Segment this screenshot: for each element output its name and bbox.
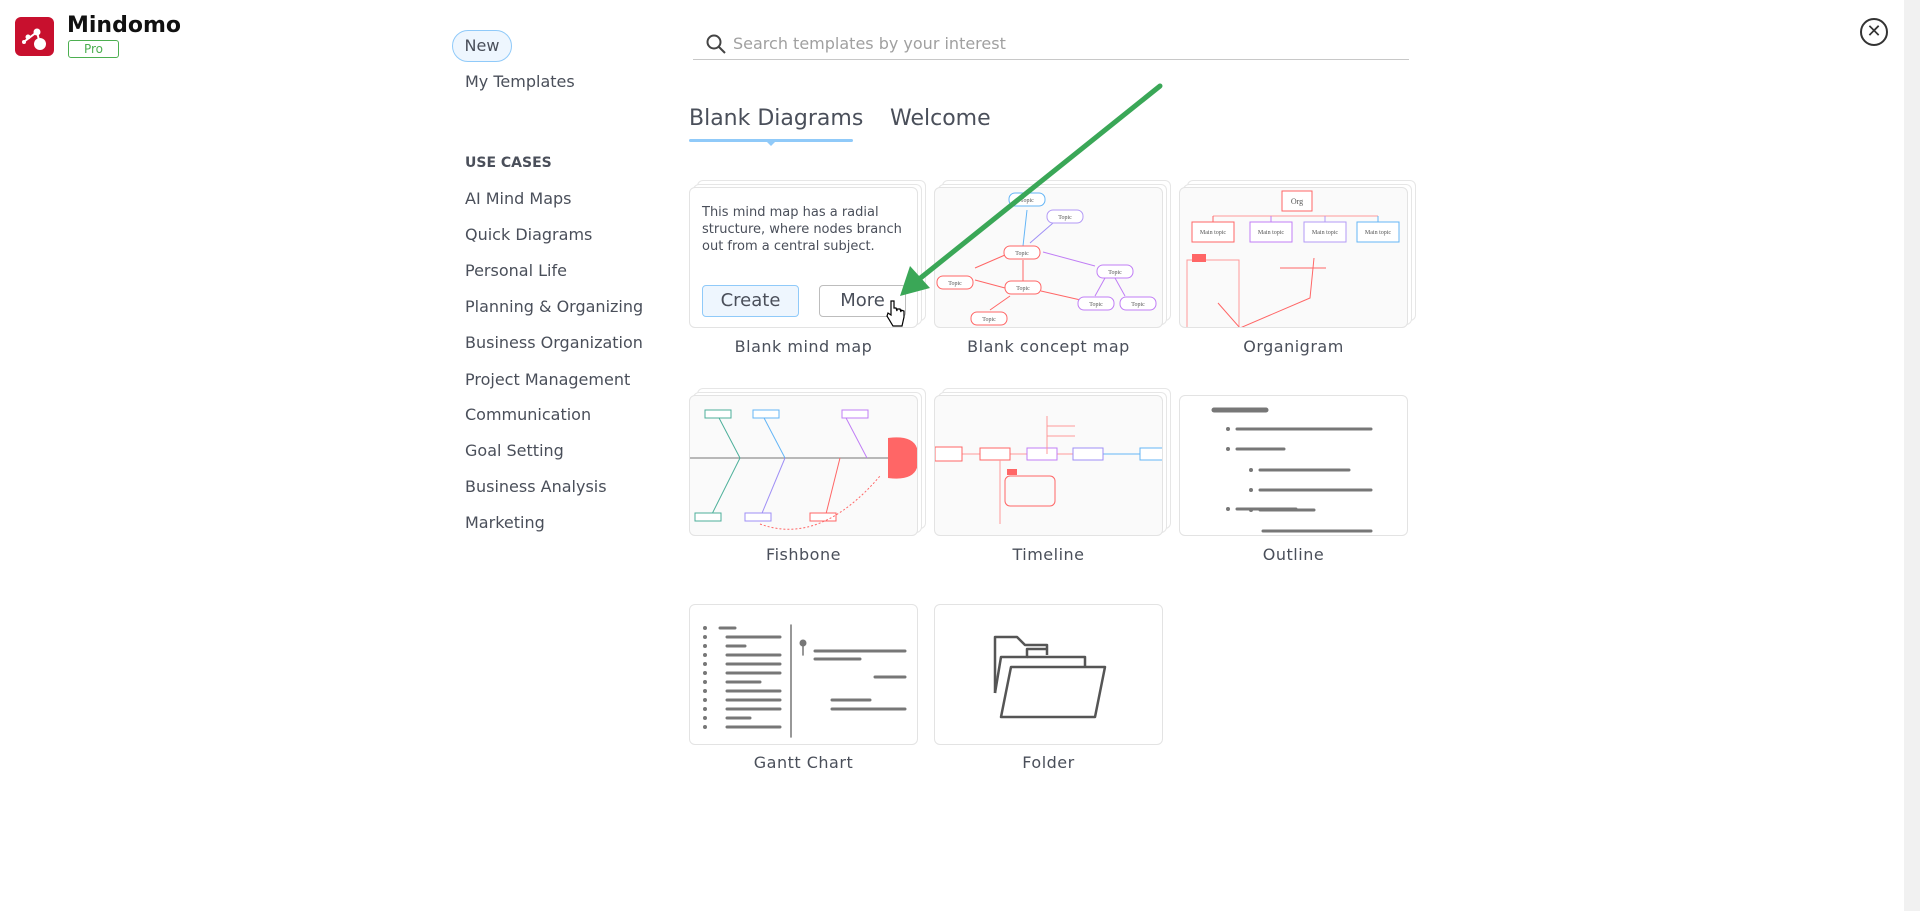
hand-cursor-icon <box>886 300 905 327</box>
node-text: Topic <box>1058 215 1072 221</box>
folder-icon <box>993 635 1107 719</box>
template-label: Blank concept map <box>967 337 1130 356</box>
node-text: Topic <box>1089 302 1103 308</box>
my-templates-link[interactable]: My Templates <box>465 72 575 91</box>
nav-item-personal-life[interactable]: Personal Life <box>465 261 567 280</box>
template-card-fishbone[interactable] <box>689 395 918 536</box>
org-root-text: Org <box>1291 197 1303 206</box>
template-label: Organigram <box>1243 337 1344 356</box>
template-card-gantt-chart[interactable] <box>689 604 918 745</box>
create-button[interactable]: Create <box>702 285 799 317</box>
pro-badge: Pro <box>68 40 119 58</box>
nav-item-quick-diagrams[interactable]: Quick Diagrams <box>465 225 593 244</box>
node-text: Topic <box>1131 302 1145 308</box>
main-topic-text: Main topic <box>1365 230 1391 236</box>
app-name: Mindomo <box>67 13 181 38</box>
tab-blank-diagrams[interactable]: Blank Diagrams <box>689 106 864 131</box>
template-card-timeline[interactable] <box>934 395 1163 536</box>
main-topic-text: Main topic <box>1258 230 1284 236</box>
template-label: Gantt Chart <box>753 753 854 772</box>
timeline-thumbnail <box>935 416 1162 524</box>
new-button[interactable]: New <box>452 30 512 62</box>
close-button[interactable]: ✕ <box>1860 18 1888 46</box>
node-text: Topic <box>948 281 962 287</box>
template-card-organigram[interactable]: Org Main topic Main topic Main topic Main t… <box>1179 187 1408 328</box>
search-input[interactable] <box>733 30 1393 56</box>
nav-item-project-management[interactable]: Project Management <box>465 370 631 389</box>
nav-item-planning[interactable]: Planning & Organizing <box>465 297 644 316</box>
main-topic-text: Main topic <box>1200 230 1226 236</box>
organigram-thumbnail: Org Main topic Main topic Main topic Main t… <box>1186 190 1400 327</box>
template-label: Timeline <box>1012 545 1085 564</box>
nav-item-marketing[interactable]: Marketing <box>465 513 545 532</box>
template-card-folder[interactable] <box>934 604 1163 745</box>
node-text: Topic <box>1015 251 1029 257</box>
nav-item-goal-setting[interactable]: Goal Setting <box>465 441 564 460</box>
fishbone-thumbnail <box>690 409 917 530</box>
template-description: This mind map has a radial structure, wh… <box>702 205 902 254</box>
template-card-outline[interactable] <box>1179 395 1408 536</box>
template-label: Fishbone <box>766 545 841 564</box>
nav-item-business-organization[interactable]: Business Organization <box>465 333 643 352</box>
tab-welcome[interactable]: Welcome <box>890 106 991 131</box>
nav-item-ai-mind-maps[interactable]: AI Mind Maps <box>465 189 572 208</box>
nav-item-business-analysis[interactable]: Business Analysis <box>465 477 607 496</box>
mindomo-logo <box>15 17 54 56</box>
outline-thumbnail <box>1211 407 1373 533</box>
node-text: Topic <box>982 317 996 323</box>
gantt-thumbnail <box>703 624 907 738</box>
node-text: Topic <box>1108 270 1122 276</box>
node-text: Topic <box>1016 286 1030 292</box>
main-topic-text: Main topic <box>1312 230 1338 236</box>
search-bar[interactable] <box>693 26 1409 60</box>
template-label: Outline <box>1262 545 1325 564</box>
active-tab-caret <box>766 141 776 146</box>
template-label: Folder <box>1022 753 1075 772</box>
close-icon: ✕ <box>1866 21 1882 42</box>
use-cases-heading: USE CASES <box>465 155 552 171</box>
nav-item-communication[interactable]: Communication <box>465 405 592 424</box>
scrollbar[interactable] <box>1904 0 1920 911</box>
template-label: Blank mind map <box>734 337 873 356</box>
template-card-blank-mind-map[interactable]: This mind map has a radial structure, wh… <box>689 187 918 328</box>
active-tab-indicator <box>689 139 853 142</box>
search-icon <box>706 34 726 54</box>
node-text: Topic <box>1020 198 1034 204</box>
